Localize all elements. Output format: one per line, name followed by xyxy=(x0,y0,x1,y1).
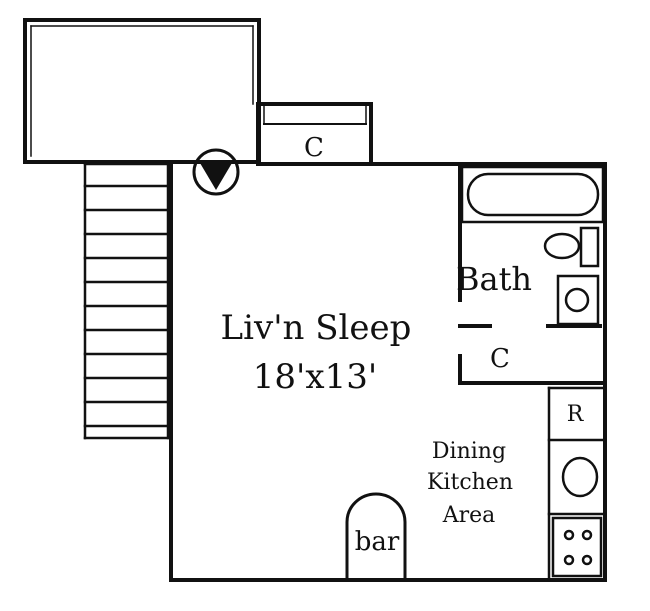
toilet xyxy=(543,226,600,268)
living-room-size: 18'x13' xyxy=(253,357,377,397)
stove xyxy=(551,516,603,578)
bathtub xyxy=(460,165,605,224)
living-room-label: Liv'n Sleep xyxy=(221,308,412,348)
bath-label: Bath xyxy=(456,260,532,298)
bar xyxy=(345,492,407,582)
bar-label: bar xyxy=(355,527,400,557)
dining-kitchen-label-line2: Kitchen xyxy=(427,470,513,495)
kitchen-sink xyxy=(561,456,599,498)
balcony xyxy=(23,18,261,164)
dining-kitchen-label-line3: Area xyxy=(442,503,496,528)
bath-sink xyxy=(556,274,600,326)
closet-top xyxy=(256,102,373,166)
dining-kitchen-label-line1: Dining xyxy=(432,439,506,464)
heater-icon xyxy=(192,148,240,196)
kitchen-counter xyxy=(547,386,607,582)
closet-top-label: C xyxy=(304,133,324,163)
stairs xyxy=(83,162,170,440)
bathroom-walls xyxy=(458,164,607,385)
refrigerator-label: R xyxy=(567,402,585,427)
exterior-walls xyxy=(169,160,607,582)
closet-bath-label: C xyxy=(490,344,510,374)
